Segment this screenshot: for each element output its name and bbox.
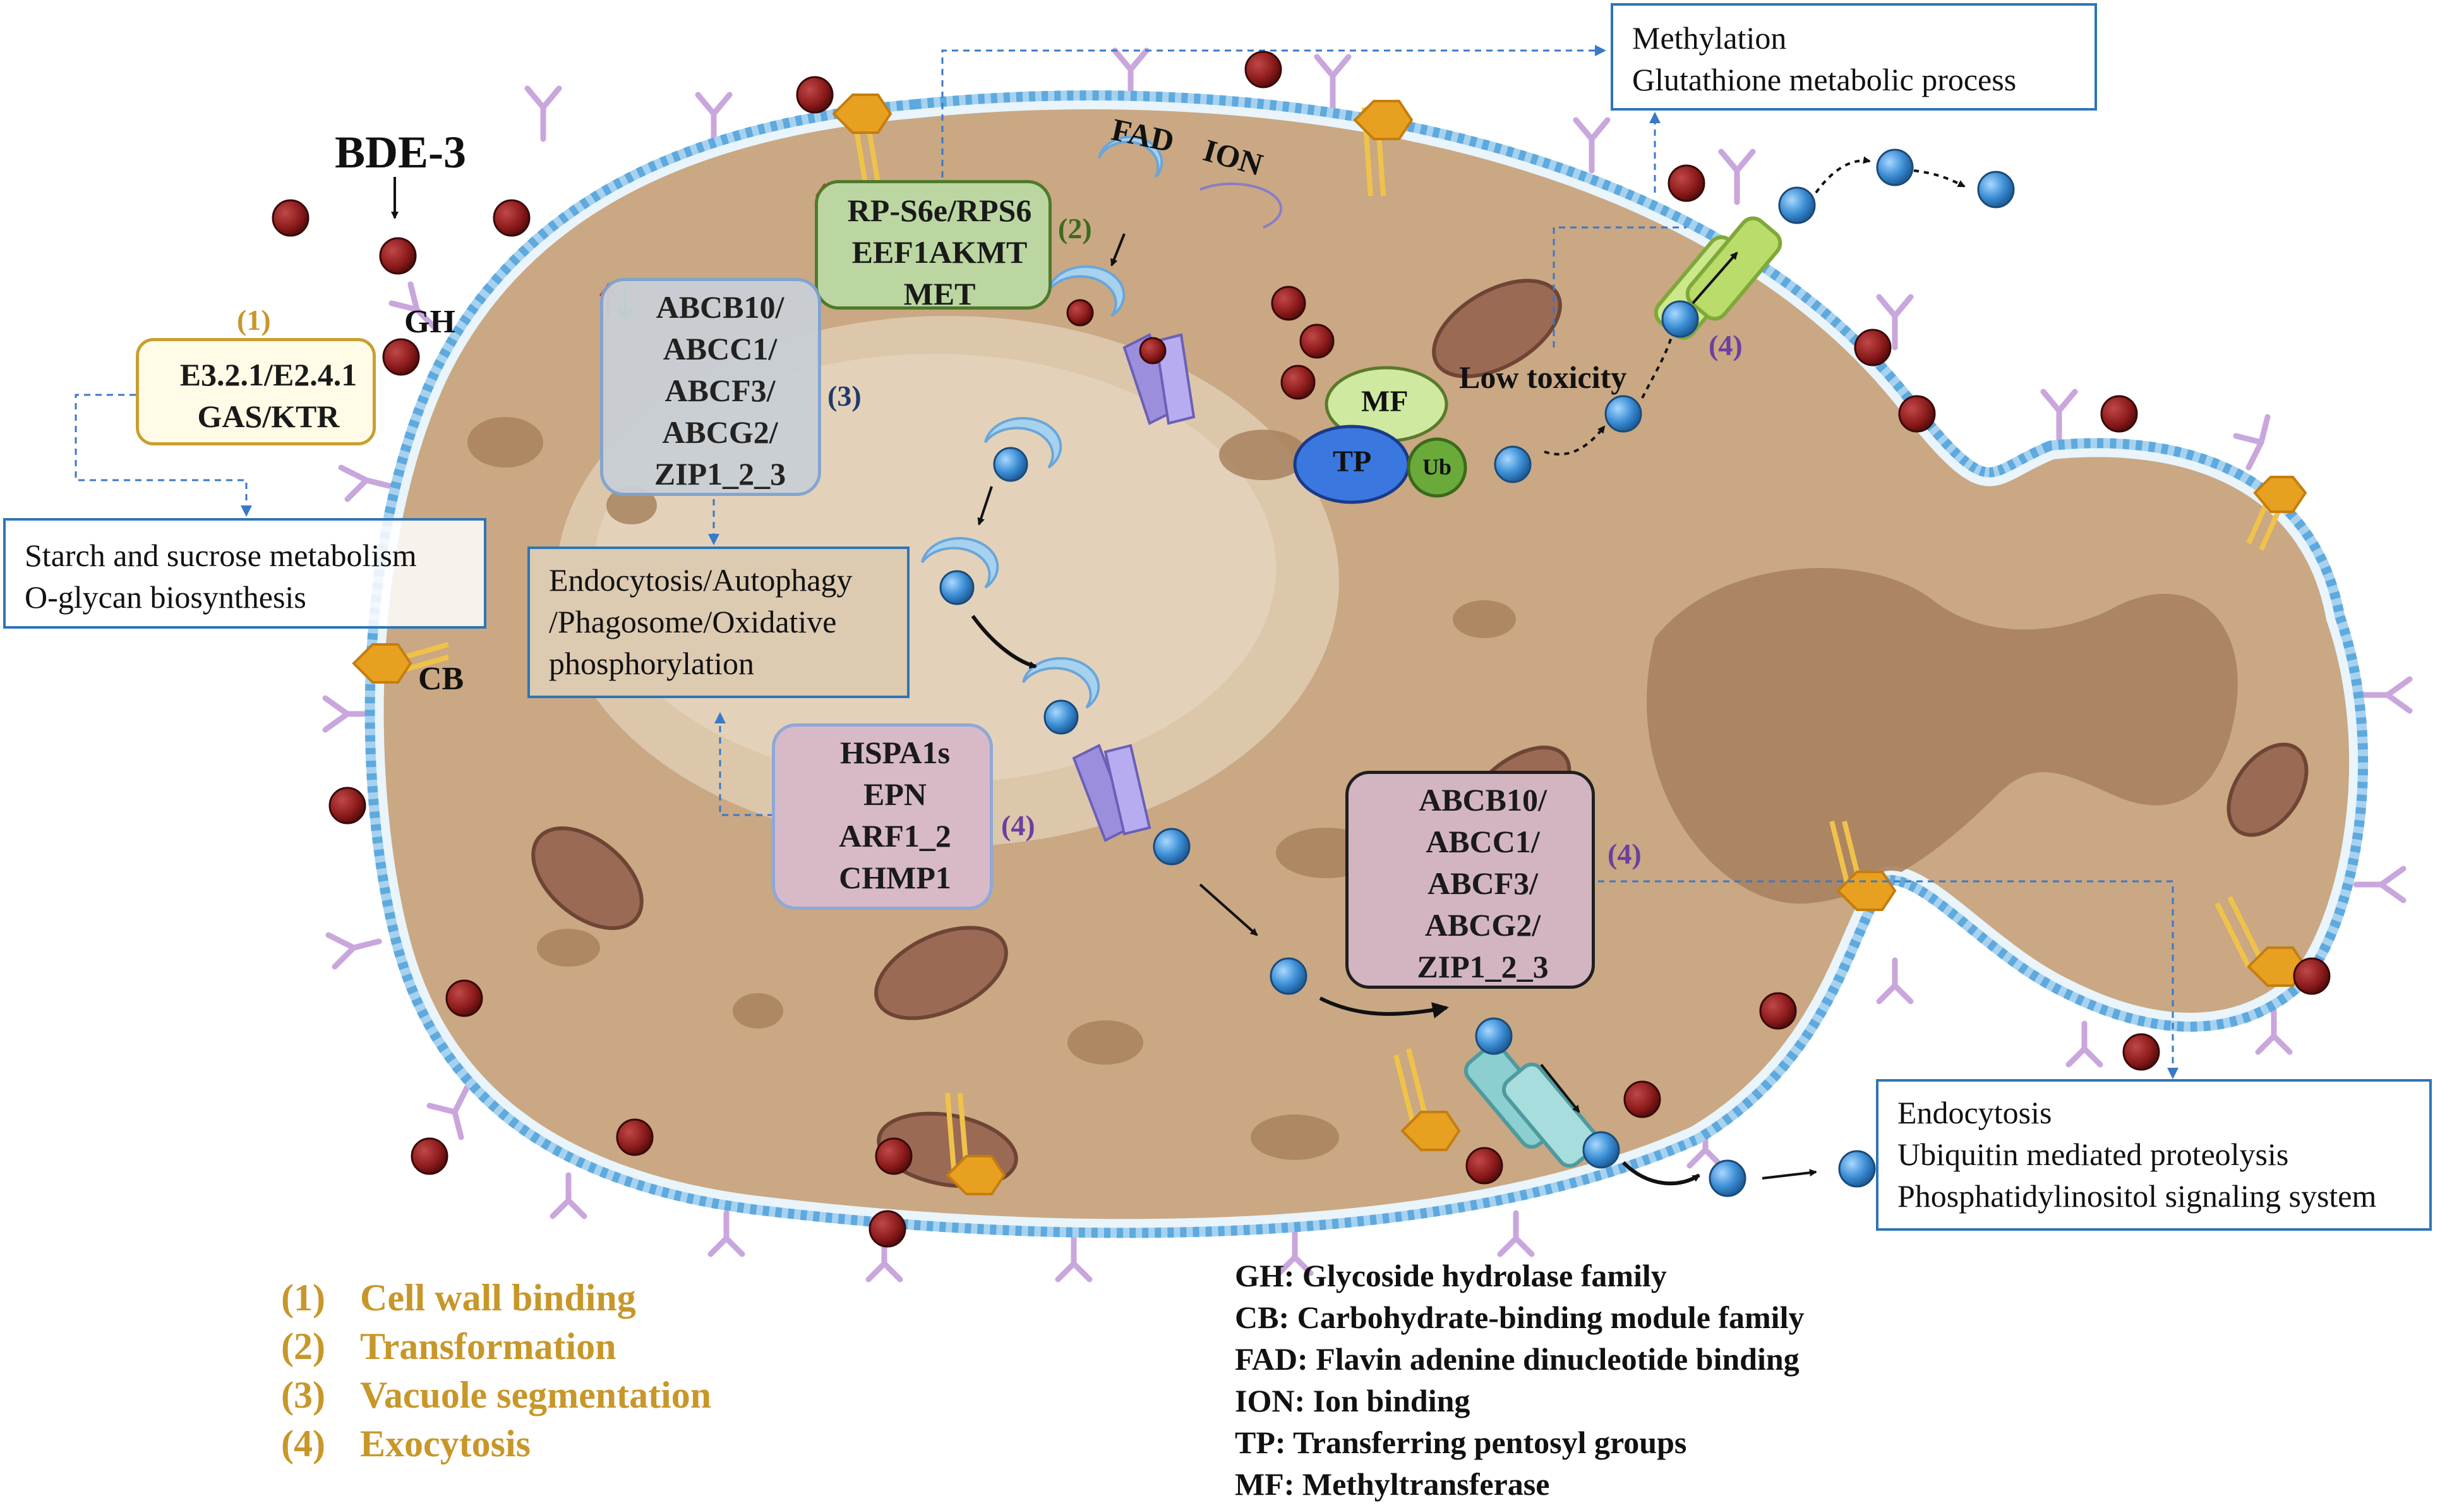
legend-text: Cell wall binding bbox=[360, 1277, 636, 1319]
pathway-connectors bbox=[75, 45, 2179, 1079]
endocytic-vesicles bbox=[921, 135, 1283, 842]
abbreviation-item: TP: Transferring pentosyl groups bbox=[1235, 1425, 1687, 1460]
pathway-line: Phosphatidylinositol signaling system bbox=[1897, 1178, 2377, 1214]
process-marker-4-left: (4) bbox=[1001, 809, 1035, 842]
cb-label: CB bbox=[418, 661, 464, 697]
gene-line: ABCG2/ bbox=[1424, 907, 1541, 943]
ub-protein bbox=[1407, 437, 1467, 498]
process-marker-4-top: (4) bbox=[1709, 329, 1743, 361]
gene-line: ZIP1_2_3 bbox=[654, 456, 786, 492]
gene-box-cell-wall: E3.2.1/E2.4.1 GAS/KTR bbox=[136, 338, 376, 445]
gene-line: ABCB10/ bbox=[656, 289, 784, 325]
legend-text: Vacuole segmentation bbox=[360, 1374, 712, 1416]
pathway-line: Endocytosis/Autophagy bbox=[549, 562, 853, 598]
nucleus bbox=[1647, 568, 2238, 904]
gene-line: ABCG2/ bbox=[662, 414, 778, 450]
gene-line: GAS/KTR bbox=[197, 399, 340, 434]
gene-box-vacuole: ABCB10/ ABCC1/ ABCF3/ ABCG2/ ZIP1_2_3 bbox=[600, 278, 821, 496]
legend-number: (2) bbox=[281, 1326, 325, 1367]
abbreviation-item: ION: Ion binding bbox=[1235, 1383, 1470, 1418]
gene-line: MET bbox=[903, 276, 976, 311]
compound-label: BDE-3 bbox=[335, 127, 467, 178]
gene-line: RP-S6e/RPS6 bbox=[847, 193, 1032, 228]
pathway-line: Methylation bbox=[1632, 20, 1787, 56]
metabolite-spheres bbox=[939, 148, 2015, 1197]
protein-complex bbox=[1293, 366, 1467, 504]
legend-number: (1) bbox=[281, 1277, 325, 1319]
pathway-line: Starch and sucrose metabolism bbox=[25, 538, 417, 573]
pathway-line: O-glycan biosynthesis bbox=[25, 579, 306, 615]
pathway-box-left: Starch and sucrose metabolism O-glycan b… bbox=[3, 518, 486, 629]
bde-3-particles bbox=[272, 51, 2331, 1248]
mf-label: MF bbox=[1361, 385, 1409, 418]
gene-box-exocytosis-right: ABCB10/ ABCC1/ ABCF3/ ABCG2/ ZIP1_2_3 bbox=[1345, 771, 1595, 989]
gene-line: ABCF3/ bbox=[1427, 866, 1538, 901]
gene-box-exocytosis-left: HSPA1s EPN ARF1_2 CHMP1 bbox=[772, 723, 993, 910]
abbreviation-item: CB: Carbohydrate-binding module family bbox=[1235, 1300, 1805, 1335]
abbreviation-item: MF: Methyltransferase bbox=[1235, 1466, 1550, 1502]
pathway-line: /Phagosome/Oxidative bbox=[549, 604, 837, 639]
gene-line: HSPA1s bbox=[839, 735, 951, 770]
gh-label: GH bbox=[404, 304, 455, 340]
pathway-line: Ubiquitin mediated proteolysis bbox=[1897, 1137, 2289, 1172]
gene-line: EEF1AKMT bbox=[851, 234, 1028, 270]
gene-line: EPN bbox=[863, 776, 927, 812]
gene-line: ABCF3/ bbox=[664, 373, 776, 408]
movement-arrows bbox=[391, 156, 1966, 1186]
legend-number: (3) bbox=[281, 1374, 325, 1416]
gene-box-transformation: RP-S6e/RPS6 EEF1AKMT MET bbox=[815, 180, 1052, 311]
legend-text: Exocytosis bbox=[360, 1423, 531, 1465]
low-toxicity-label: Low toxicity bbox=[1459, 359, 1627, 395]
abbreviation-item: GH: Glycoside hydrolase family bbox=[1235, 1258, 1667, 1293]
pathway-line: Endocytosis bbox=[1897, 1095, 2052, 1130]
gene-line: CHMP1 bbox=[839, 860, 951, 895]
legend-number: (4) bbox=[281, 1423, 325, 1465]
ub-label: Ub bbox=[1422, 454, 1452, 480]
gene-line: ARF1_2 bbox=[839, 818, 951, 854]
gene-line: ZIP1_2_3 bbox=[1417, 949, 1549, 984]
legend-text: Transformation bbox=[360, 1326, 616, 1367]
process-marker-3: (3) bbox=[827, 380, 862, 412]
cell-wall-receptors bbox=[322, 47, 2413, 1283]
pathway-line: phosphorylation bbox=[549, 646, 754, 681]
process-marker-1: (1) bbox=[237, 304, 271, 336]
gene-line: ABCC1/ bbox=[1426, 824, 1540, 859]
gene-line: ABCC1/ bbox=[663, 331, 778, 366]
abbreviation-item: FAD: Flavin adenine dinucleotide binding bbox=[1235, 1341, 1800, 1377]
pathway-box-bottom-right: Endocytosis Ubiquitin mediated proteolys… bbox=[1876, 1079, 2432, 1231]
tp-label: TP bbox=[1333, 445, 1372, 478]
process-marker-2: (2) bbox=[1058, 212, 1092, 245]
pathway-box-top-right: Methylation Glutathione metabolic proces… bbox=[1611, 3, 2097, 111]
pathway-box-center: Endocytosis/Autophagy /Phagosome/Oxidati… bbox=[527, 547, 910, 698]
gene-line: ABCB10/ bbox=[1419, 782, 1547, 818]
gene-line: E3.2.1/E2.4.1 bbox=[179, 357, 358, 392]
pathway-line: Glutathione metabolic process bbox=[1632, 62, 2017, 97]
process-marker-4-right: (4) bbox=[1608, 838, 1642, 870]
